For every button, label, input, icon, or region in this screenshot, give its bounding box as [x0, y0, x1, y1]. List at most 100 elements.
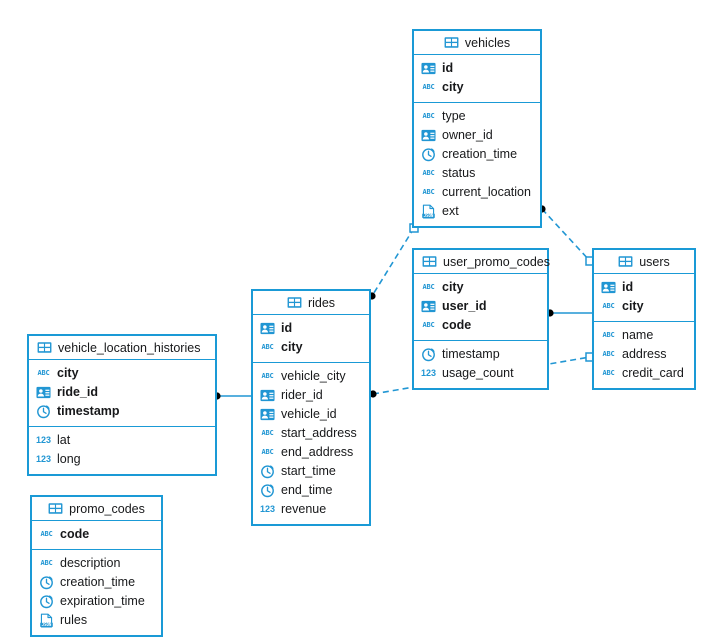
field-row[interactable]: ABC address: [594, 345, 694, 364]
field-name: status: [442, 166, 476, 181]
relationship-rel-vehicles-rides[interactable]: [368, 223, 419, 300]
field-name: description: [60, 556, 121, 571]
field-row[interactable]: timestamp: [29, 402, 215, 421]
abc-icon: ABC: [422, 283, 435, 291]
field-row[interactable]: ABC current_location: [414, 183, 540, 202]
entity-header-vehicle_location_histories[interactable]: vehicle_location_histories: [29, 336, 215, 360]
field-row[interactable]: creation_time: [32, 573, 161, 592]
field-name: timestamp: [57, 404, 120, 419]
field-name: creation_time: [60, 575, 136, 590]
identity-icon: [421, 128, 436, 143]
entity-title: rides: [307, 295, 336, 310]
field-name: id: [442, 61, 454, 76]
field-name: id: [622, 280, 634, 295]
field-row[interactable]: rider_id: [253, 386, 369, 405]
field-name: user_id: [442, 299, 487, 314]
field-name: current_location: [442, 185, 531, 200]
field-row[interactable]: ABC credit_card: [594, 364, 694, 383]
number-icon: 123: [259, 504, 276, 514]
relationship-rel-upc-users[interactable]: [546, 309, 592, 317]
identity-icon: [260, 321, 275, 336]
field-name: rules: [60, 613, 88, 628]
field-row[interactable]: end_time: [253, 481, 369, 500]
field-row[interactable]: id: [594, 278, 694, 297]
identity-icon: [36, 385, 51, 400]
field-row[interactable]: id: [253, 319, 369, 338]
field-row[interactable]: ABC city: [253, 338, 369, 357]
svg-text:JSON: JSON: [424, 213, 434, 218]
abc-icon: ABC: [37, 369, 50, 377]
field-name: vehicle_city: [281, 369, 346, 384]
field-name: ext: [442, 204, 459, 219]
clock-icon: [36, 404, 51, 419]
abc-icon: ABC: [422, 188, 435, 196]
field-name: city: [442, 80, 464, 95]
field-row[interactable]: start_time: [253, 462, 369, 481]
field-row[interactable]: ABC city: [414, 78, 540, 97]
abc-icon: ABC: [422, 83, 435, 91]
entity-header-vehicles[interactable]: vehicles: [414, 31, 540, 55]
identity-icon: [260, 407, 275, 422]
field-row[interactable]: ride_id: [29, 383, 215, 402]
field-row[interactable]: ABC end_address: [253, 443, 369, 462]
field-name: city: [622, 299, 644, 314]
identity-icon: [601, 280, 616, 295]
abc-icon: ABC: [261, 343, 274, 351]
abc-icon: ABC: [602, 369, 615, 377]
entity-header-rides[interactable]: rides: [253, 291, 369, 315]
number-icon: 123: [420, 368, 437, 378]
field-row[interactable]: JSON ext: [414, 202, 540, 221]
abc-icon: ABC: [261, 448, 274, 456]
field-row[interactable]: owner_id: [414, 126, 540, 145]
field-name: city: [281, 340, 303, 355]
entity-header-users[interactable]: users: [594, 250, 694, 274]
relationship-rel-vlh-rides[interactable]: [213, 392, 251, 400]
field-row[interactable]: user_id: [414, 297, 547, 316]
entity-title: users: [639, 254, 670, 269]
field-row[interactable]: JSON rules: [32, 611, 161, 630]
svg-text:JSON: JSON: [42, 622, 52, 627]
field-name: credit_card: [622, 366, 684, 381]
table-icon: [37, 340, 52, 355]
entity-header-promo_codes[interactable]: promo_codes: [32, 497, 161, 521]
field-name: rider_id: [281, 388, 323, 403]
entity-header-user_promo_codes[interactable]: user_promo_codes: [414, 250, 550, 274]
field-name: id: [281, 321, 293, 336]
field-row[interactable]: id: [414, 59, 540, 78]
field-name: timestamp: [442, 347, 500, 362]
field-row[interactable]: vehicle_id: [253, 405, 369, 424]
field-name: address: [622, 347, 667, 362]
field-name: end_address: [281, 445, 354, 460]
field-row[interactable]: expiration_time: [32, 592, 161, 611]
abc-icon: ABC: [602, 350, 615, 358]
field-row[interactable]: timestamp: [414, 345, 547, 364]
field-row[interactable]: creation_time: [414, 145, 540, 164]
identity-icon: [260, 388, 275, 403]
